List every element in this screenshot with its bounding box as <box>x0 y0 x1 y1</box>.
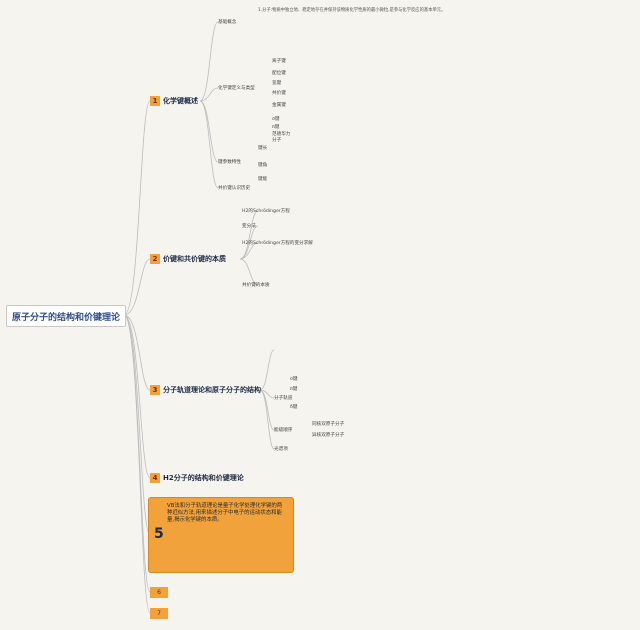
branch-number-badge: 3 <box>150 385 160 395</box>
b1-param-angle: 键角 <box>258 163 268 168</box>
branch-label: 分子轨道理论和原子分子的结构 <box>163 386 261 394</box>
b1-item-covalent: 共价键 <box>272 91 286 96</box>
branch-7[interactable]: 7 <box>150 608 168 619</box>
b1-param-length: 键长 <box>258 146 268 151</box>
branch-number-badge: 1 <box>150 96 160 106</box>
branch-2[interactable]: 2 价键和共价键的本质 <box>150 254 226 264</box>
b3-sub-3[interactable]: 光谱项 <box>274 447 288 452</box>
b1-sub-4[interactable]: 共价键认识历史 <box>218 186 251 191</box>
summary-card-number: 5 <box>154 526 164 542</box>
b1-item-pi: π键 <box>272 125 280 130</box>
summary-card[interactable]: 5 VB法和分子轨道理论是量子化学处理化学键的两种近似方法,用来描述分子中电子的… <box>148 497 294 573</box>
branch-label: 价键和共价键的本质 <box>163 255 226 263</box>
b2-sub-1[interactable]: H2的Schrödinger方程 <box>242 209 290 214</box>
b3-sub-2[interactable]: 能级顺序 <box>274 428 293 433</box>
root-topic[interactable]: 原子分子的结构和价键理论 <box>6 305 126 327</box>
branch-number-badge: 6 <box>157 589 161 596</box>
branch-4[interactable]: 4 H2分子的结构和价键理论 <box>150 473 244 483</box>
b1-param-energy: 键能 <box>258 177 268 182</box>
b1-item-vdw: 范德华力 <box>272 132 291 137</box>
branch-number-badge: 7 <box>157 610 161 617</box>
b3-sub-1[interactable]: 分子轨道 <box>274 396 293 401</box>
branch-number-badge: 4 <box>150 473 160 483</box>
b1-sub-2[interactable]: 化学键定义与类型 <box>218 86 255 91</box>
b1-item-coordinate: 配位键 <box>272 71 286 76</box>
branch-3[interactable]: 3 分子轨道理论和原子分子的结构 <box>150 385 261 395</box>
b1-note-molecule: 1.分子:物质中独立地、稳定地存在并保持该物质化学性质的最小微粒,是参与化学反应… <box>258 8 446 13</box>
summary-card-text: VB法和分子轨道理论是量子化学处理化学键的两种近似方法,用来描述分子中电子的运动… <box>167 503 283 523</box>
b2-sub-4[interactable]: 共价键的本质 <box>242 283 270 288</box>
b1-item-metallic: 金属键 <box>272 103 286 108</box>
b2-sub-3[interactable]: H2的Schrödinger方程的变分求解 <box>242 241 313 246</box>
b3-sub-homonuclear: 同核双原子分子 <box>312 422 345 427</box>
b1-item-hydrogen: 氢键 <box>272 81 282 86</box>
b2-sub-2[interactable]: 变分法 <box>242 224 256 229</box>
b3-sub-heteronuclear: 异核双原子分子 <box>312 433 345 438</box>
b1-sub-1[interactable]: 基础概念 <box>218 20 237 25</box>
b1-item-molecule: 分子 <box>272 138 282 143</box>
b3-sub-pi: π键 <box>290 387 298 392</box>
b3-sub-sigma: σ键 <box>290 377 298 382</box>
b3-sub-delta: δ键 <box>290 405 298 410</box>
b1-sub-3[interactable]: 键参数特性 <box>218 160 241 165</box>
b1-item-sigma: σ键 <box>272 117 280 122</box>
branch-label: H2分子的结构和价键理论 <box>163 474 244 482</box>
branch-label: 化学键概述 <box>163 97 198 105</box>
b1-item-ionic: 离子键 <box>272 59 286 64</box>
root-topic-label: 原子分子的结构和价键理论 <box>11 312 120 323</box>
branch-6[interactable]: 6 <box>150 587 168 598</box>
branch-1[interactable]: 1 化学键概述 <box>150 96 198 106</box>
branch-number-badge: 2 <box>150 254 160 264</box>
